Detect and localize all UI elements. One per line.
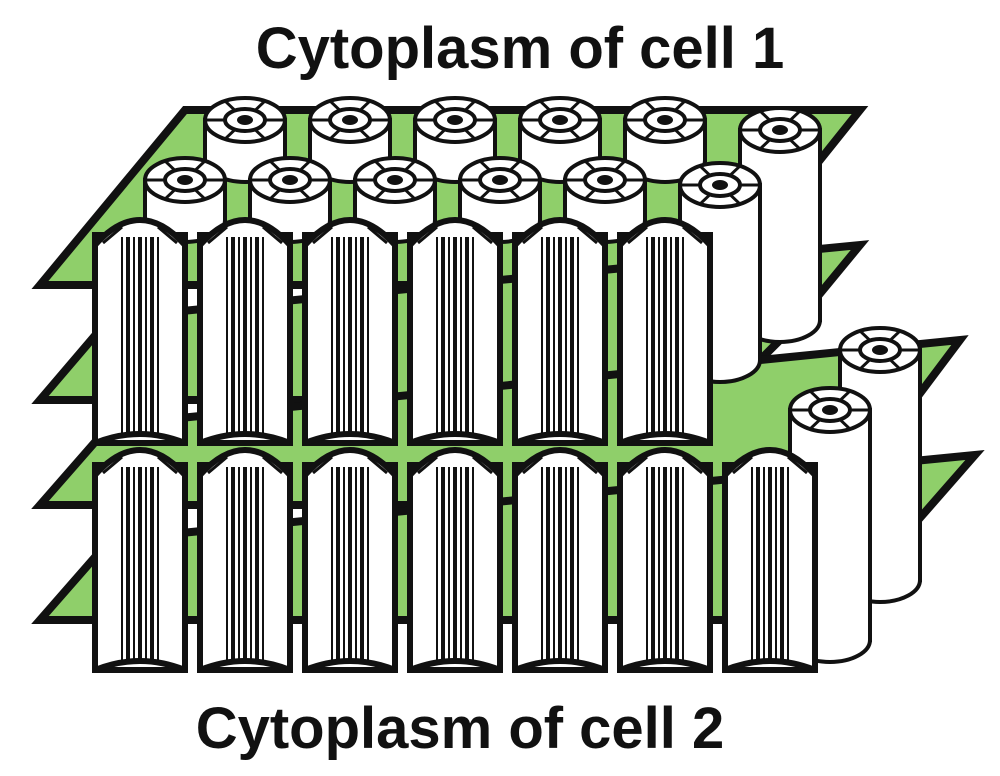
cell-2-cytoplasm-label: Cytoplasm of cell 2	[195, 696, 725, 761]
connexon-top-view	[413, 96, 497, 184]
connexon-side-view	[302, 217, 398, 446]
connexon-side-view	[512, 217, 608, 446]
connexon-side-view	[722, 447, 818, 673]
connexon-side-view	[92, 217, 188, 446]
connexon-side-view	[197, 217, 293, 446]
cell-1-cytoplasm-label: Cytoplasm of cell 1	[255, 16, 785, 81]
connexon-top-view	[838, 326, 922, 604]
connexon-side-view	[617, 217, 713, 446]
connexon-top-view	[353, 156, 437, 244]
connexon-side-view	[92, 447, 188, 673]
connexon-side-view	[302, 447, 398, 673]
connexon-side-view	[617, 447, 713, 673]
connexon-channels	[92, 96, 922, 673]
connexon-side-view	[197, 447, 293, 673]
connexon-top-view	[308, 96, 392, 184]
connexon-top-view	[623, 96, 707, 184]
connexon-top-view	[203, 96, 287, 184]
connexon-side-view	[407, 217, 503, 446]
connexon-side-view	[512, 447, 608, 673]
connexon-side-view	[407, 447, 503, 673]
